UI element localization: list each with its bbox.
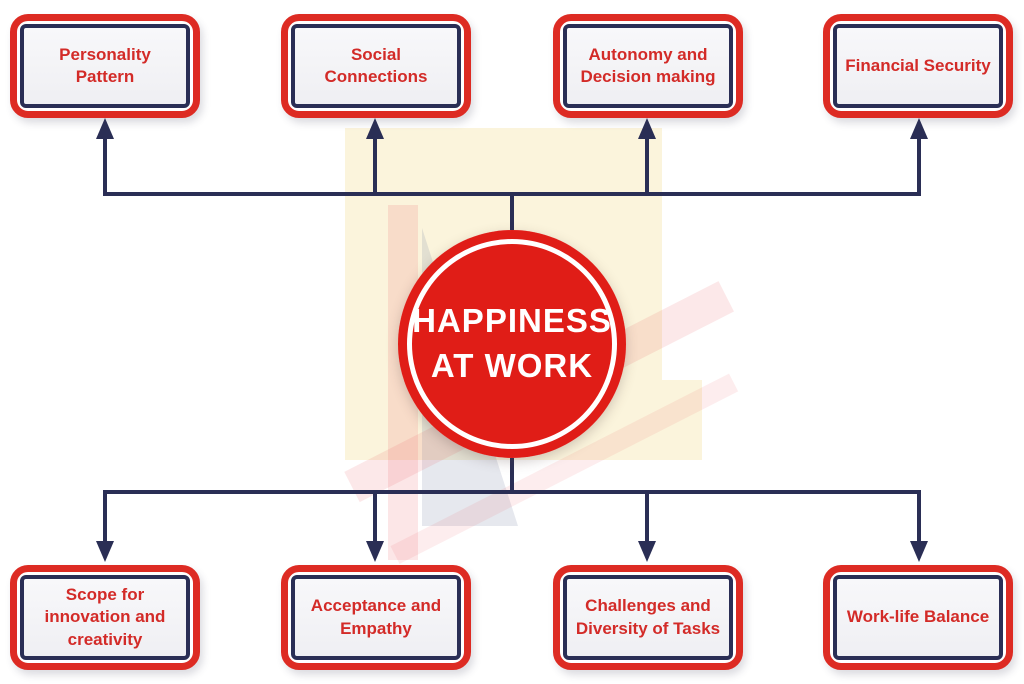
node-inner: Financial Security (833, 24, 1003, 108)
node-label: Financial Security (845, 55, 991, 75)
center-node-happiness-at-work: HAPPINESS AT WORK (398, 230, 626, 458)
center-label-line2: AT WORK (430, 347, 594, 384)
node-inner: Acceptance and Empathy (291, 575, 461, 660)
node-label: Challenges and Diversity of Tasks (575, 596, 721, 638)
node-label: Autonomy and Decision making (580, 44, 716, 86)
node-label: Personality Pattern (59, 44, 151, 86)
node-inner: Work-life Balance (833, 575, 1003, 660)
node-inner: Personality Pattern (20, 24, 190, 108)
node-autonomy-decision-making: Autonomy and Decision making (553, 14, 743, 118)
node-financial-security: Financial Security (823, 14, 1013, 118)
node-acceptance-empathy: Acceptance and Empathy (281, 565, 471, 670)
node-personality-pattern: Personality Pattern (10, 14, 200, 118)
node-inner: Scope for innovation and creativity (20, 575, 190, 660)
watermark-cream-rect-small (660, 380, 702, 460)
node-social-connections: Social Connections (281, 14, 471, 118)
center-label-line1: HAPPINESS (412, 302, 612, 340)
node-inner: Challenges and Diversity of Tasks (563, 575, 733, 660)
node-scope-innovation-creativity: Scope for innovation and creativity (10, 565, 200, 670)
node-inner: Autonomy and Decision making (563, 24, 733, 108)
node-inner: Social Connections (291, 24, 461, 108)
node-label: Acceptance and Empathy (310, 596, 442, 638)
node-label: Scope for innovation and creativity (44, 585, 166, 649)
node-work-life-balance: Work-life Balance (823, 565, 1013, 670)
node-label: Social Connections (324, 44, 428, 86)
node-challenges-diversity-tasks: Challenges and Diversity of Tasks (553, 565, 743, 670)
node-label: Work-life Balance (846, 607, 990, 627)
